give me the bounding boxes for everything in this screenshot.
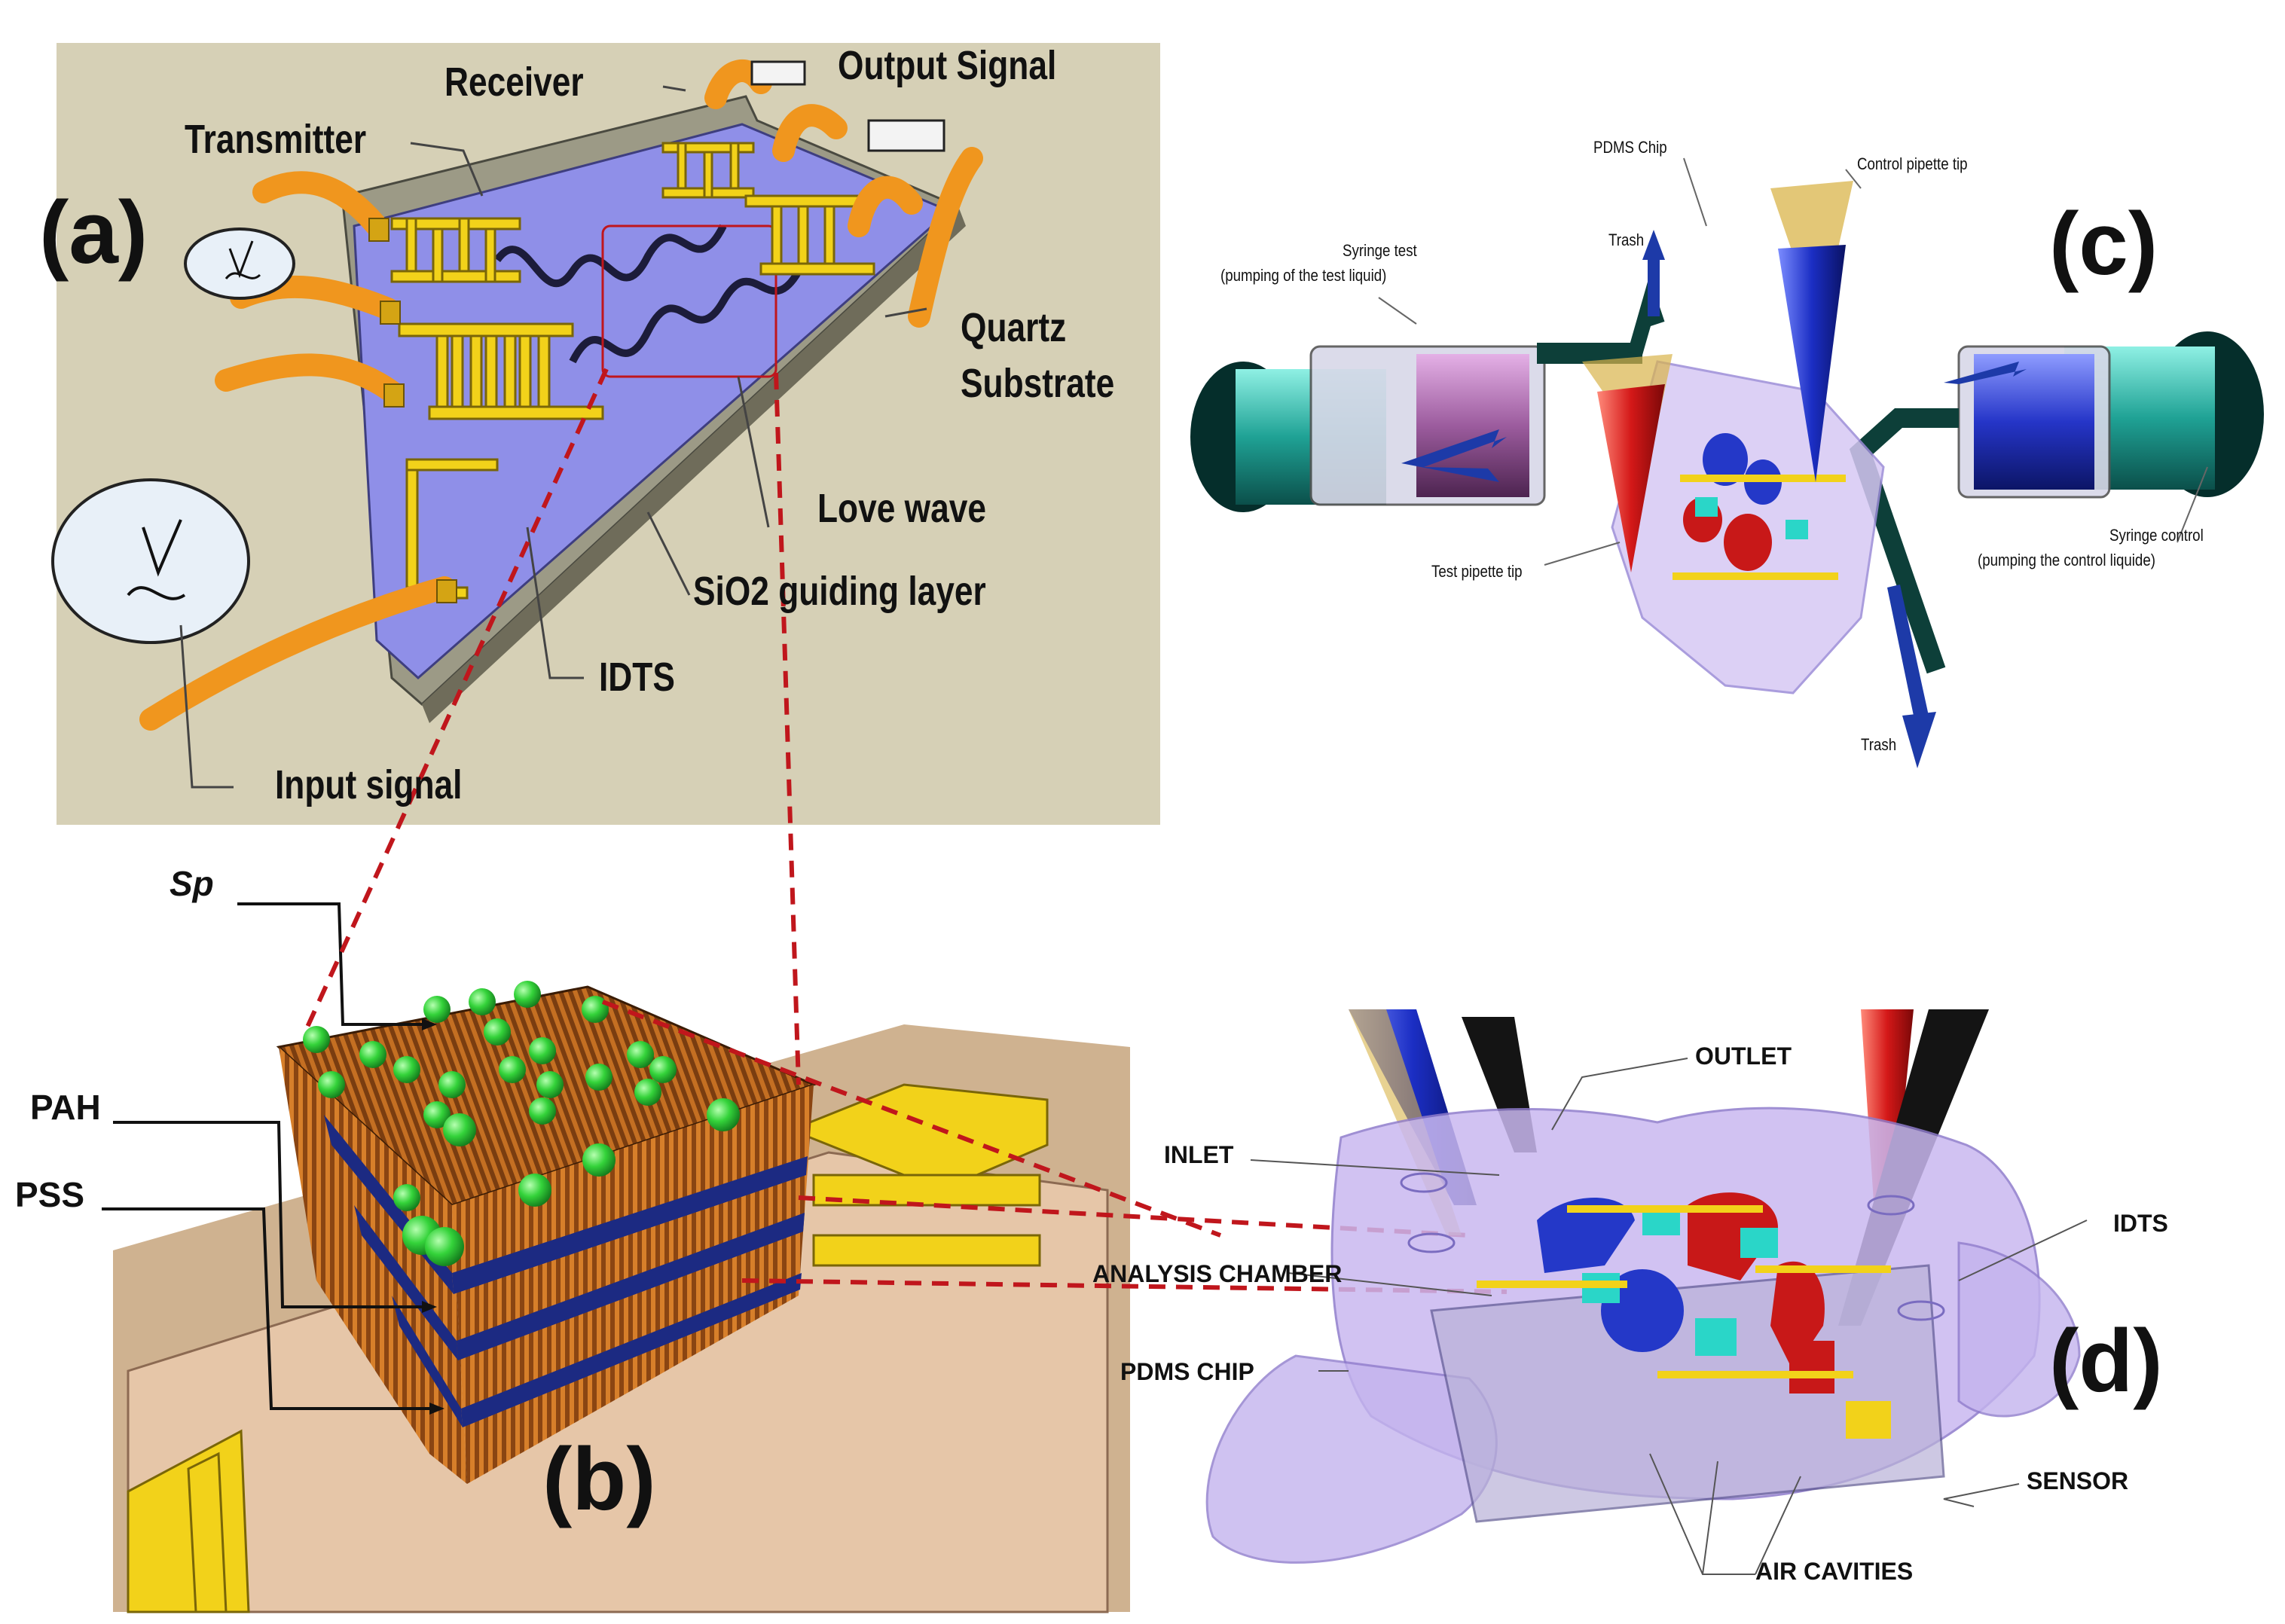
substrate-label: Substrate bbox=[961, 361, 1115, 406]
idt-electrodes bbox=[390, 142, 875, 600]
output-box-2 bbox=[867, 119, 945, 152]
voltmeter-large bbox=[51, 478, 250, 644]
panel-b bbox=[102, 902, 1130, 1613]
air-cavities-label: AIR CAVITIES bbox=[1755, 1558, 1914, 1585]
panel-b-electrodes bbox=[127, 1083, 1049, 1613]
pdms-chip-label-d: PDMS CHIP bbox=[1120, 1358, 1254, 1385]
analysis-chamber-label: ANALYSIS CHAMBER bbox=[1092, 1260, 1343, 1287]
voltmeter-small bbox=[184, 227, 295, 300]
love-wave bbox=[493, 224, 802, 364]
voltmeter-small-dial bbox=[225, 240, 261, 280]
trash-top-label: Trash bbox=[1608, 230, 1645, 249]
syringe-test-label: Syringe test bbox=[1343, 241, 1417, 260]
sp-spheres bbox=[303, 981, 740, 1266]
d-air-cavities bbox=[1400, 1172, 1945, 1321]
panel-d-letter: (d) bbox=[2049, 1311, 2163, 1411]
sp-label: Sp bbox=[170, 864, 214, 903]
transmitter-label: Transmitter bbox=[185, 117, 367, 162]
panel-c-letter: (c) bbox=[2049, 194, 2158, 294]
flow-arrows-c bbox=[1401, 230, 2027, 768]
love-wave-label: Love wave bbox=[817, 486, 986, 531]
panel-c bbox=[1190, 157, 2264, 768]
output-box-1 bbox=[750, 60, 806, 86]
inlet-label: INLET bbox=[1164, 1141, 1234, 1168]
input-signal-label: Input signal bbox=[275, 762, 463, 807]
sensor-plate bbox=[1430, 1264, 1945, 1523]
substrate-side bbox=[422, 206, 966, 723]
receiver-label: Receiver bbox=[444, 60, 584, 105]
panel-d bbox=[1205, 1009, 2088, 1575]
zoom-box bbox=[601, 224, 777, 378]
pah-label: PAH bbox=[30, 1088, 101, 1127]
layer-block-front bbox=[279, 1047, 467, 1484]
wire-caps bbox=[368, 218, 457, 603]
test-pipette-tip-label: Test pipette tip bbox=[1431, 562, 1523, 581]
d-chambers bbox=[1537, 1192, 1834, 1394]
output-signal-label: Output Signal bbox=[838, 43, 1057, 88]
arrow-head-pah bbox=[422, 1301, 437, 1313]
idts-label-a: IDTS bbox=[599, 655, 675, 700]
panel-d-leaders bbox=[1250, 1058, 2088, 1575]
panel-a bbox=[51, 43, 1160, 825]
arrow-head-pss bbox=[429, 1403, 444, 1415]
panel-c-leaders bbox=[1378, 157, 2208, 566]
d-idt-lines bbox=[1477, 1205, 1891, 1439]
control-pipette-tip-label: Control pipette tip bbox=[1857, 154, 1968, 173]
pdms-chip-d-lobe-right bbox=[1957, 1241, 2081, 1418]
pdms-chip-label-c: PDMS Chip bbox=[1593, 138, 1667, 157]
panel-b-letter: (b) bbox=[542, 1430, 656, 1529]
syringe-control-sublabel: (pumping the control liquide) bbox=[1978, 551, 2155, 569]
voltmeter-large-dial bbox=[127, 519, 186, 600]
idts-label-d: IDTS bbox=[2113, 1210, 2168, 1237]
panel-b-leaders bbox=[102, 902, 429, 1410]
syringe-control-label: Syringe control bbox=[2109, 526, 2204, 545]
syringe-control-tube bbox=[1849, 408, 1959, 674]
pdms-channels-c bbox=[1673, 433, 1846, 580]
control-pipette-blue bbox=[1778, 245, 1846, 482]
quartz-label: Quartz bbox=[961, 305, 1067, 350]
test-pipette-red bbox=[1597, 384, 1665, 572]
sio2-label: SiO2 guiding layer bbox=[693, 569, 986, 614]
syringe-test-sublabel: (pumping of the test liquid) bbox=[1220, 266, 1387, 285]
syringe-control-liquid bbox=[1974, 354, 2094, 490]
trash-bottom-label: Trash bbox=[1861, 735, 1897, 754]
orange-wires bbox=[139, 60, 983, 731]
arrow-head-sp bbox=[422, 1018, 437, 1030]
pss-label: PSS bbox=[15, 1175, 85, 1214]
panel-a-leaders bbox=[179, 85, 927, 789]
outlet-label: OUTLET bbox=[1695, 1042, 1792, 1070]
panel-a-letter: (a) bbox=[39, 183, 148, 282]
sensor-label: SENSOR bbox=[2027, 1467, 2129, 1494]
